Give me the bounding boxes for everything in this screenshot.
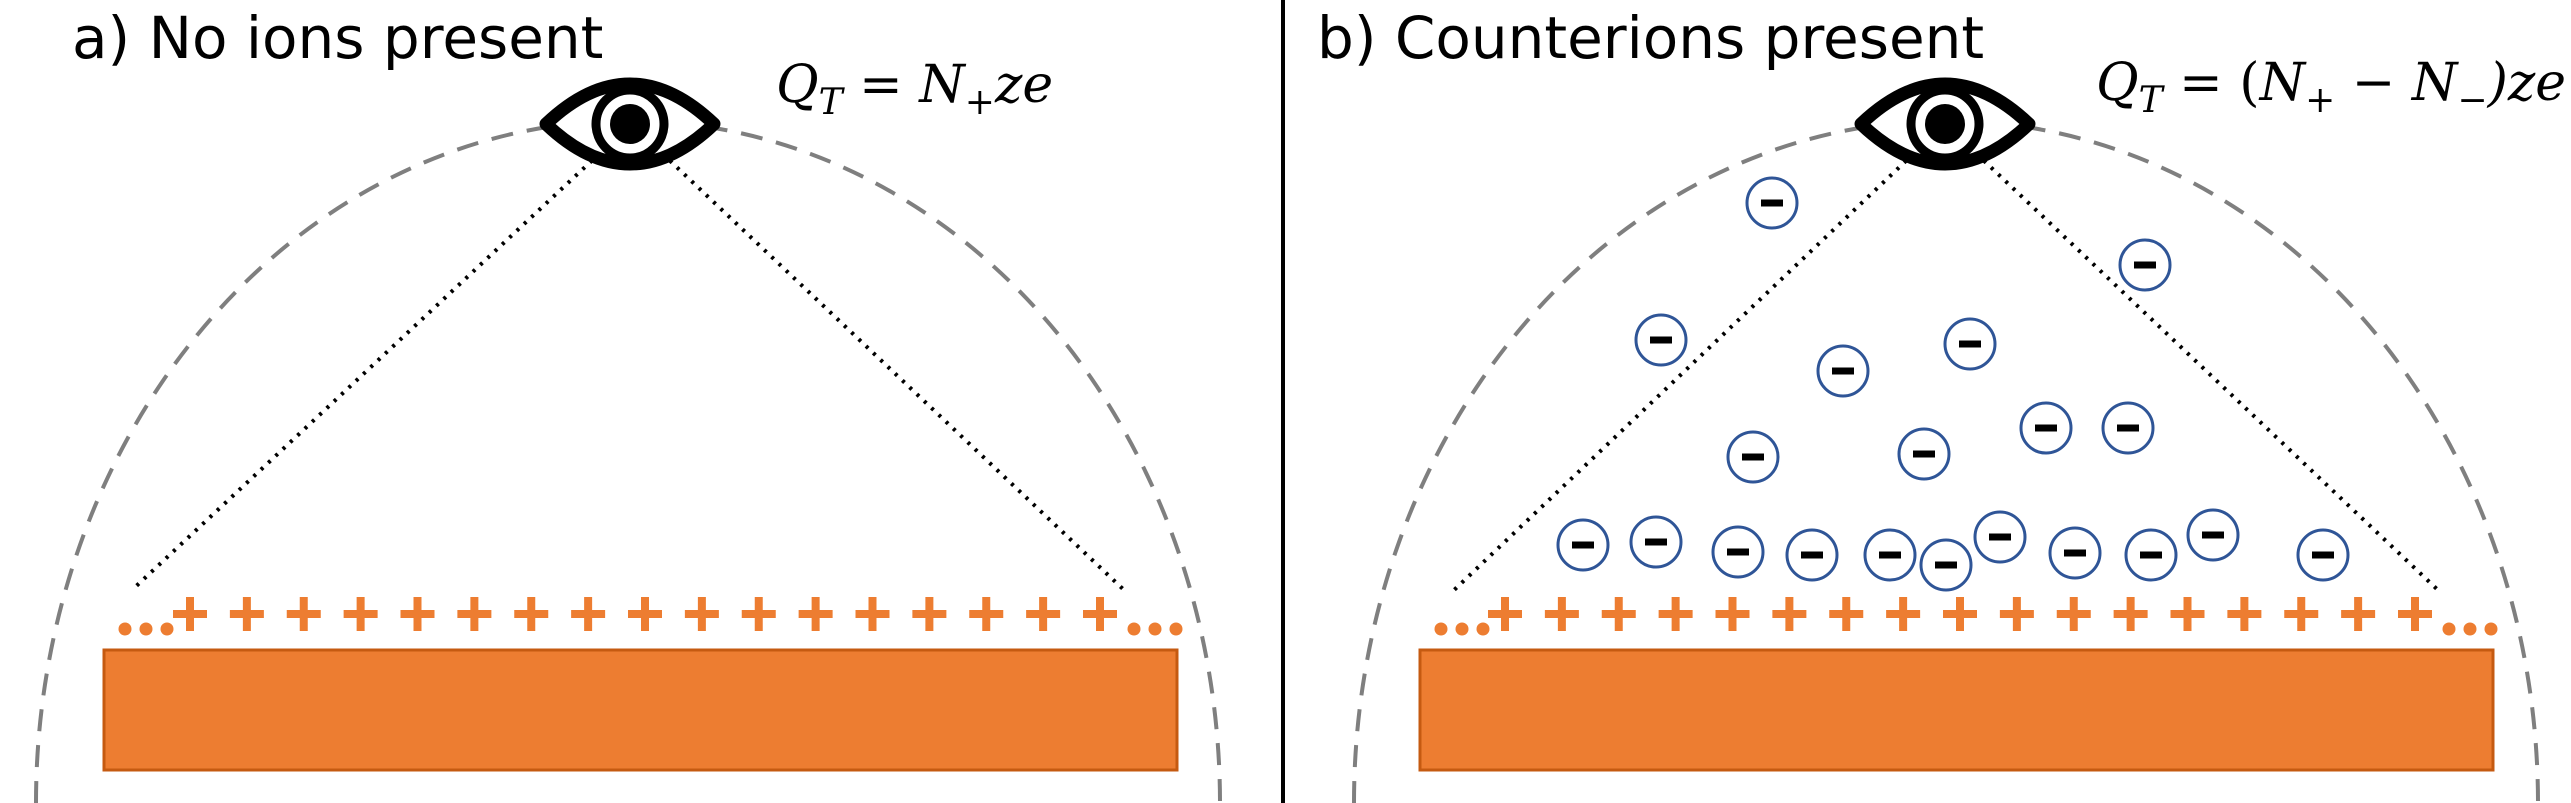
ellipsis-dot [118, 622, 132, 636]
plus-charge-icon [1488, 597, 1522, 631]
plus-charge-icon [2227, 597, 2262, 631]
ellipsis-icon [1434, 622, 2498, 636]
plus-charge-icon [400, 597, 435, 631]
negative-ion-icon [2019, 401, 2073, 455]
plus-charge-icon [571, 597, 606, 631]
surface-charge-row [173, 597, 1117, 631]
negative-ion-icon [1863, 528, 1917, 582]
negative-ion-icon [1919, 538, 1973, 592]
panel-no-ions: a) No ions present QT = N+ze [34, 4, 1222, 803]
eye-icon [539, 77, 721, 171]
plus-charge-icon [1772, 597, 1807, 631]
ellipsis-dot [2463, 622, 2477, 636]
plus-charge-icon [173, 597, 207, 631]
plus-charge-icon [229, 597, 264, 631]
negative-ion-icon [1745, 176, 1799, 230]
plus-charge-icon [1999, 597, 2034, 631]
plus-charge-icon [1658, 597, 1693, 631]
negative-ion-icon [1816, 344, 1870, 398]
ellipsis-dot [1434, 622, 1448, 636]
counterion-cloud [1556, 176, 2350, 592]
observation-boundary-arc [1352, 118, 2540, 803]
plus-charge-icon [912, 597, 947, 631]
plus-charge-icon [969, 597, 1004, 631]
plus-charge-icon [2056, 597, 2091, 631]
plus-charge-icon [2170, 597, 2205, 631]
negative-ion-icon [1711, 525, 1765, 579]
total-charge-formula: QT = N+ze [776, 55, 1053, 123]
negative-ion-icon [2296, 528, 2350, 582]
negative-ion-icon [1556, 518, 1610, 572]
negative-ion-icon [1726, 430, 1780, 484]
sight-line-right [646, 138, 1126, 592]
negative-ion-icon [1629, 515, 1683, 569]
ellipsis-dot [1127, 622, 1141, 636]
plus-charge-icon [2398, 597, 2432, 631]
ellipsis-dot [139, 622, 153, 636]
surface-charge-row [1488, 597, 2432, 631]
plus-charge-icon [2113, 597, 2148, 631]
ellipsis-dot [2484, 622, 2498, 636]
plus-charge-icon [343, 597, 378, 631]
ellipsis-icon [118, 622, 1183, 636]
plus-charge-icon [855, 597, 890, 631]
negative-ion-icon [1973, 510, 2027, 564]
negative-ion-icon [1897, 427, 1951, 481]
plus-charge-icon [457, 597, 492, 631]
panel-title: b) Counterions present [1317, 4, 1984, 72]
plus-charge-icon [2284, 597, 2319, 631]
negative-ion-icon [2048, 526, 2102, 580]
plus-charge-icon [1601, 597, 1636, 631]
ellipsis-dot [160, 622, 174, 636]
sight-line-left [130, 138, 616, 592]
eye-icon [1854, 77, 2036, 171]
plus-charge-icon [1886, 597, 1921, 631]
plus-charge-icon [1544, 597, 1579, 631]
ellipsis-dot [2442, 622, 2456, 636]
plus-charge-icon [1026, 597, 1061, 631]
observation-boundary-arc [34, 118, 1222, 803]
plus-charge-icon [798, 597, 833, 631]
charged-surface [102, 648, 1179, 772]
plus-charge-icon [628, 597, 662, 631]
ellipsis-dot [1148, 622, 1162, 636]
plus-charge-icon [1715, 597, 1750, 631]
negative-ion-icon [1634, 313, 1688, 367]
plus-charge-icon [684, 597, 719, 631]
plus-charge-icon [1943, 597, 1977, 631]
negative-ion-icon [2124, 528, 2178, 582]
total-charge-formula: QT = (N+ − N−)ze [2096, 53, 2566, 121]
negative-ion-icon [2101, 401, 2155, 455]
plus-charge-icon [741, 597, 776, 631]
panel-title: a) No ions present [72, 4, 603, 72]
charged-surface [1418, 648, 2495, 772]
negative-ion-icon [2118, 238, 2172, 292]
plus-charge-icon [514, 597, 549, 631]
panel-counterions: b) Counterions present QT = (N+ − N−)ze [1317, 4, 2566, 803]
plus-charge-icon [286, 597, 321, 631]
negative-ion-icon [2186, 508, 2240, 562]
plus-charge-icon [2341, 597, 2376, 631]
negative-ion-icon [1943, 317, 1997, 371]
ellipsis-dot [1476, 622, 1490, 636]
negative-ion-icon [1785, 528, 1839, 582]
plus-charge-icon [1829, 597, 1864, 631]
ellipsis-dot [1455, 622, 1469, 636]
plus-charge-icon [1083, 597, 1117, 631]
ellipsis-dot [1169, 622, 1183, 636]
